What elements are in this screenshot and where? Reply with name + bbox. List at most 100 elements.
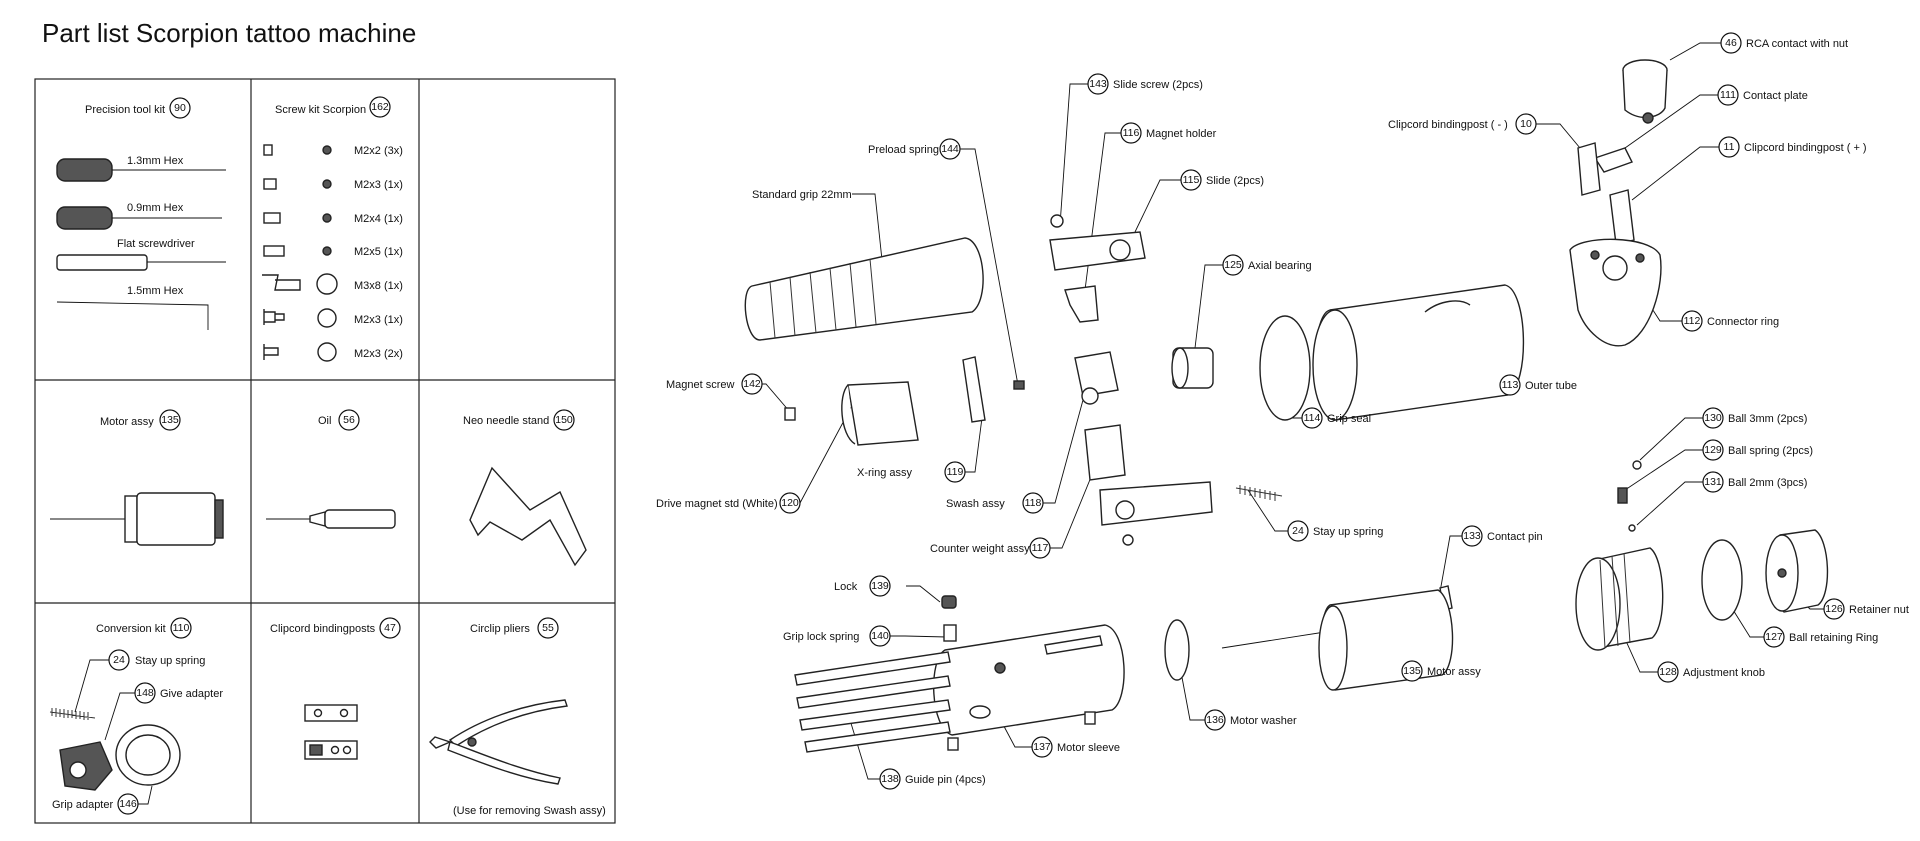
- screw-icon: [263, 309, 285, 325]
- callout-126: 126 Retainer nut: [1823, 598, 1909, 620]
- callouts: 143 Slide screw (2pcs) 116 Magnet holder…: [656, 32, 1909, 790]
- callout-num: 117: [1032, 542, 1049, 554]
- callout-num: 11: [1724, 141, 1735, 153]
- callout-num: 127: [1765, 631, 1783, 643]
- screw-head-icon: [316, 273, 338, 295]
- callout-num: 136: [1206, 714, 1224, 726]
- callout-118: Swash assy 118: [946, 492, 1044, 514]
- callout-label: Slide screw (2pcs): [1113, 79, 1203, 91]
- callout-grip: Standard grip 22mm: [752, 189, 852, 201]
- callout-label: Motor assy: [1427, 666, 1481, 678]
- bubble-135: [159, 409, 181, 431]
- magnet-holder-part: [1049, 231, 1146, 323]
- callout-label: Counter weight assy: [930, 543, 1030, 555]
- standard-grip-part: [744, 237, 984, 341]
- callout-label: Clipcord bindingpost ( - ): [1388, 119, 1508, 131]
- screw-item-5: M2x3 (1x): [354, 314, 403, 326]
- bubble-150: [553, 409, 575, 431]
- grip-lock-spring-part: [943, 624, 957, 642]
- magnet-screw-part: [784, 407, 796, 421]
- bindingpost-pos-part: [1609, 189, 1635, 245]
- allen-key-15-icon: [56, 301, 209, 330]
- motor-sleeve-part: [932, 624, 1125, 736]
- oil-label: Oil: [318, 415, 331, 427]
- callout-142: Magnet screw 142: [666, 373, 763, 395]
- callout-131: 131 Ball 2mm (3pcs): [1702, 471, 1807, 493]
- screw-icon: [263, 178, 277, 190]
- callout-num: 135: [1403, 665, 1421, 677]
- callout-num: 142: [743, 378, 761, 390]
- bubble-90-text: 90: [174, 102, 186, 114]
- tool-hex-09-label: 0.9mm Hex: [127, 202, 184, 214]
- callout-label: Retainer nut: [1849, 604, 1909, 616]
- callout-114: 114 Grip seal: [1301, 407, 1371, 429]
- bubble-55-text: 55: [542, 622, 554, 634]
- screw-head-icon: [322, 145, 332, 155]
- bubble-47: [379, 617, 401, 639]
- callout-135: 135 Motor assy: [1401, 660, 1481, 682]
- callout-140: Grip lock spring 140: [783, 625, 891, 647]
- callout-label: Contact plate: [1743, 90, 1808, 102]
- ball-retaining-ring-part: [1701, 539, 1743, 621]
- lock-part: [941, 595, 957, 609]
- callout-label: Contact pin: [1487, 531, 1543, 543]
- callout-num: 140: [871, 630, 889, 642]
- bubble-47-text: 47: [384, 622, 396, 634]
- bubble-110-text: 110: [173, 622, 190, 634]
- clipcord-bindingposts-label: Clipcord bindingposts: [270, 623, 376, 635]
- callout-label: Ball retaining Ring: [1789, 632, 1878, 644]
- bubble-162-text: 162: [371, 101, 389, 113]
- callout-129: 129 Ball spring (2pcs): [1702, 439, 1813, 461]
- callout-label: Connector ring: [1707, 316, 1779, 328]
- callout-11: 11 Clipcord bindingpost ( + ): [1718, 136, 1867, 158]
- outer-tube-part: [1312, 284, 1525, 421]
- callout-label: Motor washer: [1230, 715, 1297, 727]
- callout-130: 130 Ball 3mm (2pcs): [1702, 407, 1807, 429]
- callout-label: RCA contact with nut: [1746, 38, 1848, 50]
- callout-116: 116 Magnet holder: [1120, 122, 1217, 144]
- callout-label: Magnet screw: [666, 379, 735, 391]
- adjustment-knob-part: [1575, 547, 1664, 651]
- screw-item-1: M2x3 (1x): [354, 179, 403, 191]
- callout-113: 113 Outer tube: [1499, 374, 1577, 396]
- screw-item-0: M2x2 (3x): [354, 145, 403, 157]
- screw-head-icon: [322, 179, 332, 189]
- callout-label: Clipcord bindingpost ( + ): [1744, 142, 1867, 154]
- swash-assy-part: [1074, 351, 1119, 405]
- callout-num: 143: [1089, 78, 1107, 90]
- grip-seal-part: [1259, 315, 1311, 421]
- callout-46: 46 RCA contact with nut: [1720, 32, 1848, 54]
- kit-table: [34, 78, 616, 824]
- bubble-150-text: 150: [555, 414, 573, 426]
- bubble-24-kit-text: 24: [113, 654, 125, 666]
- callout-144: Preload spring 144: [868, 138, 961, 160]
- callout-137: 137 Motor sleeve: [1031, 736, 1120, 758]
- callout-num: 114: [1304, 412, 1321, 424]
- bubble-56: [338, 409, 360, 431]
- callout-num: 120: [781, 497, 799, 509]
- callout-label: Outer tube: [1525, 380, 1577, 392]
- callout-label: Stay up spring: [1313, 526, 1383, 538]
- bubble-90: [169, 97, 191, 119]
- callout-label: Standard grip 22mm: [752, 189, 852, 201]
- callout-num: 128: [1659, 666, 1677, 678]
- callout-num: 118: [1025, 497, 1042, 509]
- panel-clipcord-bindingposts: Clipcord bindingposts 47: [270, 617, 401, 760]
- screw-kit-label: Screw kit Scorpion: [275, 104, 366, 116]
- panel-conversion-kit: Conversion kit 110 24 Stay up spring 148…: [49, 617, 223, 815]
- callout-128: 128 Adjustment knob: [1657, 661, 1765, 683]
- callout-num: 125: [1224, 259, 1242, 271]
- circlip-pliers-note: (Use for removing Swash assy): [453, 805, 606, 817]
- kit-stay-up-spring-label: Stay up spring: [135, 655, 205, 667]
- callout-num: 111: [1720, 89, 1736, 101]
- ball-2mm-part: [1628, 524, 1636, 532]
- callout-num: 129: [1704, 444, 1722, 456]
- screw-head-icon: [322, 246, 332, 256]
- callout-label: Slide (2pcs): [1206, 175, 1264, 187]
- callout-num: 138: [881, 773, 899, 785]
- callout-139: Lock 139: [834, 575, 891, 597]
- connector-ring-part: [1569, 238, 1662, 347]
- conversion-kit-label: Conversion kit: [96, 623, 166, 635]
- callout-num: 131: [1704, 476, 1722, 488]
- precision-tool-kit-label: Precision tool kit: [85, 104, 165, 116]
